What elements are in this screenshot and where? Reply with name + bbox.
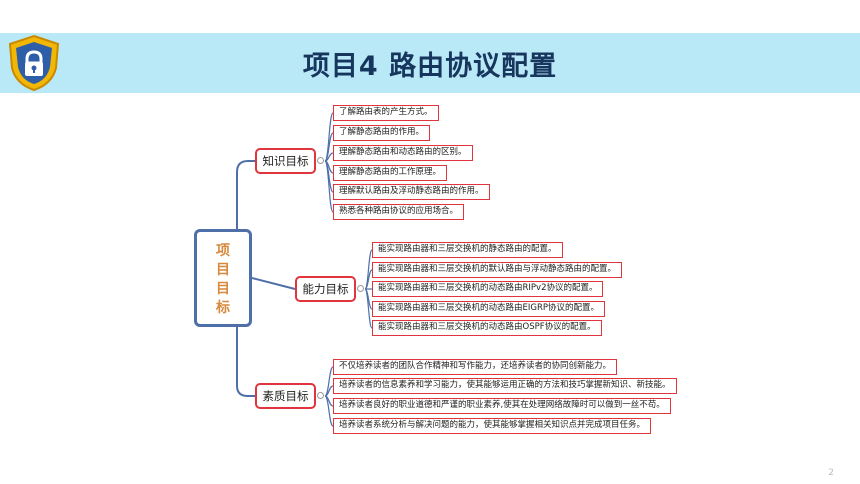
page-number: 2 (828, 468, 834, 478)
root-char: 目 (216, 262, 230, 278)
leaf-item: 培养读者的信息素养和学习能力，使其能够运用正确的方法和技巧掌握新知识、新技能。 (333, 378, 677, 394)
leaf-item: 理解静态路由的工作原理。 (333, 165, 448, 181)
title-banner (0, 33, 860, 93)
collapse-toggle-icon[interactable] (357, 285, 364, 292)
page-title: 项目4 路由协议配置 (302, 51, 558, 82)
connector-line (324, 395, 334, 427)
leaf-item: 不仅培养读者的团队合作精神和写作能力，还培养读者的协同创新能力。 (333, 359, 618, 375)
connector-line (324, 160, 334, 213)
leaf-item: 能实现路由器和三层交换机的默认路由与浮动静态路由的配置。 (372, 262, 623, 278)
shield-lock-icon (8, 34, 60, 92)
leaf-item: 能实现路由器和三层交换机的动态路由RIPv2协议的配置。 (372, 281, 604, 297)
root-char: 标 (216, 300, 230, 316)
leaf-item: 能实现路由器和三层交换机的静态路由的配置。 (372, 242, 563, 258)
leaf-item: 了解静态路由的作用。 (333, 125, 431, 141)
root-char: 项 (216, 243, 230, 259)
leaf-item: 熟悉各种路由协议的应用场合。 (333, 204, 465, 220)
root-node: 项 目 目 标 (194, 229, 252, 327)
leaf-item: 能实现路由器和三层交换机的动态路由EIGRP协议的配置。 (372, 301, 605, 317)
leaf-item: 理解默认路由及浮动静态路由的作用。 (333, 184, 490, 200)
leaf-item: 了解路由表的产生方式。 (333, 105, 439, 121)
leaf-item: 能实现路由器和三层交换机的动态路由OSPF协议的配置。 (372, 320, 602, 336)
collapse-toggle-icon[interactable] (317, 392, 324, 399)
leaf-item: 理解静态路由和动态路由的区别。 (333, 145, 473, 161)
connector-line (236, 160, 255, 229)
connector-line (236, 327, 255, 397)
branch-quality: 素质目标 (255, 383, 316, 409)
connector-line (364, 249, 373, 290)
collapse-toggle-icon[interactable] (317, 157, 324, 164)
connector-line (251, 277, 296, 290)
connector-line (364, 288, 373, 329)
root-char: 目 (216, 281, 230, 297)
branch-ability: 能力目标 (295, 276, 356, 302)
leaf-item: 培养读者系统分析与解决问题的能力，使其能够掌握相关知识点并完成项目任务。 (333, 418, 652, 434)
root-label: 项 目 目 标 (197, 242, 249, 318)
leaf-item: 培养读者良好的职业道德和严谨的职业素养,使其在处理网络故障时可以做到一丝不苟。 (333, 398, 671, 414)
branch-knowledge: 知识目标 (255, 148, 316, 174)
